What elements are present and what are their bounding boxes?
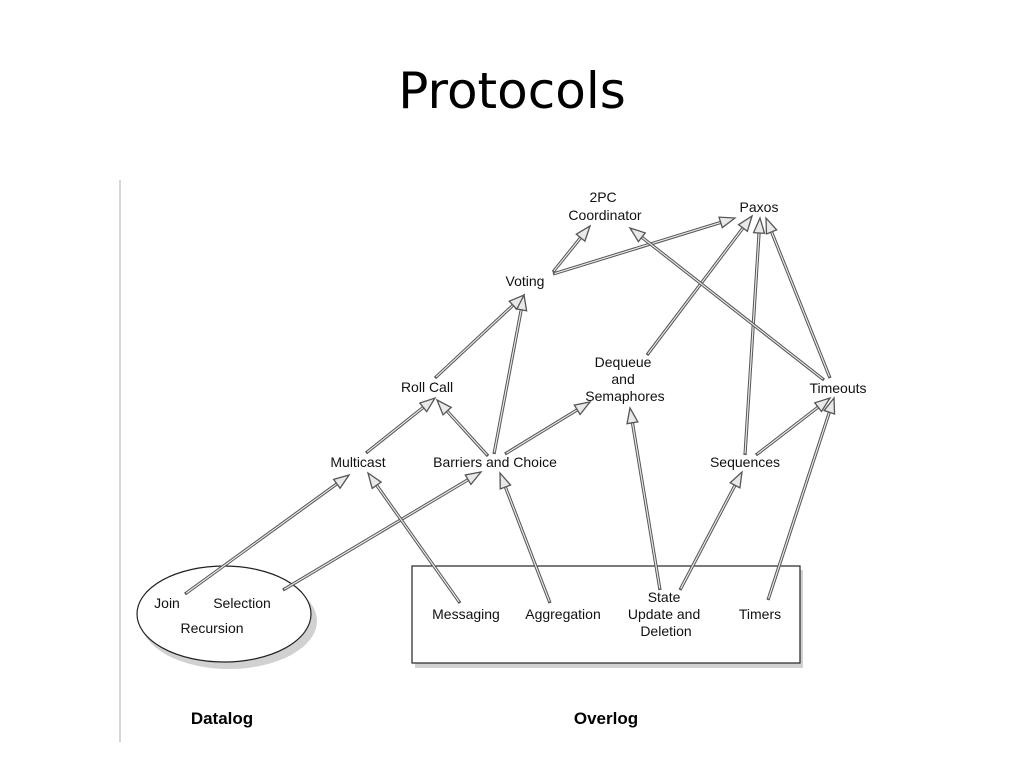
edge-shaft-highlight (185, 483, 338, 594)
edge-shaft-highlight (504, 486, 551, 602)
edge-barriers-to-roll_call (435, 398, 490, 458)
arrow-head-icon (418, 396, 437, 413)
arrow-head-icon (752, 216, 766, 235)
edge-sequences-to-timeouts (755, 396, 832, 457)
edge-barriers-to-dequeue (504, 401, 592, 456)
node-recursion: Recursion (180, 620, 243, 636)
arrow-head-icon (435, 398, 453, 416)
nodes-layer: 2PC Coordinator Paxos Voting Dequeue and… (154, 189, 866, 639)
node-barriers-and-choice: Barriers and Choice (433, 454, 557, 470)
edges-layer (184, 214, 836, 604)
edge-sequences-to-paxos (743, 216, 766, 456)
node-state-update-and-deletion: State Update and Deletion (628, 589, 704, 639)
edge-shaft-highlight (446, 410, 488, 456)
arrow-head-icon (499, 471, 512, 490)
edge-shaft-highlight (505, 409, 578, 454)
edge-shaft-highlight (744, 232, 760, 454)
arrow-head-icon (813, 396, 832, 413)
edge-shaft-highlight (647, 227, 744, 355)
arrow-head-icon (575, 224, 592, 243)
edge-shaft-highlight (680, 484, 736, 589)
arrow-head-icon (765, 216, 778, 235)
edge-aggregation-to-barriers (499, 471, 552, 604)
node-selection: Selection (213, 595, 271, 611)
edge-timers-to-timeouts (766, 396, 836, 601)
edge-state-to-sequences (678, 470, 743, 591)
edge-voting-to-two_pc (551, 224, 592, 274)
node-sequences: Sequences (710, 454, 780, 470)
node-timeouts: Timeouts (809, 380, 866, 396)
slide-title: Protocols (398, 62, 626, 120)
edge-shaft-highlight (631, 422, 661, 589)
arrow-head-icon (718, 216, 737, 229)
node-dequeue-and-semaphores: Dequeue and Semaphores (585, 354, 664, 404)
edge-shaft-highlight (553, 237, 582, 272)
edge-roll_call-to-voting (433, 293, 526, 380)
edge-barriers-to-voting (492, 293, 528, 455)
edge-shaft-highlight (283, 479, 469, 590)
edge-messaging-to-multicast (366, 471, 462, 604)
arrow-head-icon (508, 293, 526, 311)
edge-shaft-highlight (756, 406, 819, 455)
edge-shaft-highlight (376, 484, 460, 603)
arrow-head-icon (628, 226, 647, 243)
edge-shaft-highlight (435, 304, 514, 378)
arrow-head-icon (332, 473, 351, 490)
edge-timeouts-to-two_pc (628, 226, 825, 382)
edge-state-to-dequeue (626, 406, 662, 591)
edge-shaft-highlight (771, 231, 831, 377)
arrow-head-icon (729, 470, 743, 489)
arrow-head-icon (626, 406, 639, 425)
edge-shaft-highlight (493, 309, 522, 453)
node-multicast: Multicast (330, 454, 385, 470)
node-voting: Voting (506, 273, 545, 289)
arrow-head-icon (366, 471, 383, 490)
edge-shaft-highlight (767, 412, 830, 599)
edge-voting-to-paxos (552, 216, 737, 276)
node-messaging: Messaging (432, 606, 500, 622)
node-paxos: Paxos (740, 199, 779, 215)
edge-multicast-to-roll_call (365, 396, 437, 455)
group-label-overlog: Overlog (574, 709, 638, 728)
arrow-head-icon (464, 471, 483, 486)
edge-dequeue-to-paxos (645, 214, 754, 356)
edge-shaft-highlight (366, 406, 424, 453)
node-aggregation: Aggregation (525, 606, 601, 622)
arrow-head-icon (737, 214, 754, 233)
edge-join-to-multicast (184, 473, 351, 596)
arrow-head-icon (823, 396, 836, 415)
node-2pc-coordinator: 2PC Coordinator (568, 189, 641, 223)
edge-shaft-highlight (554, 221, 721, 275)
node-timers: Timers (739, 606, 781, 622)
node-roll-call: Roll Call (401, 379, 453, 395)
arrow-head-icon (573, 401, 592, 416)
group-label-datalog: Datalog (191, 709, 253, 728)
datalog-container (136, 565, 312, 663)
node-join: Join (154, 595, 180, 611)
edge-timeouts-to-paxos (765, 216, 832, 379)
overlog-container (411, 565, 801, 664)
edge-shaft-highlight (641, 236, 824, 380)
edge-selection-to-barriers (282, 471, 483, 592)
